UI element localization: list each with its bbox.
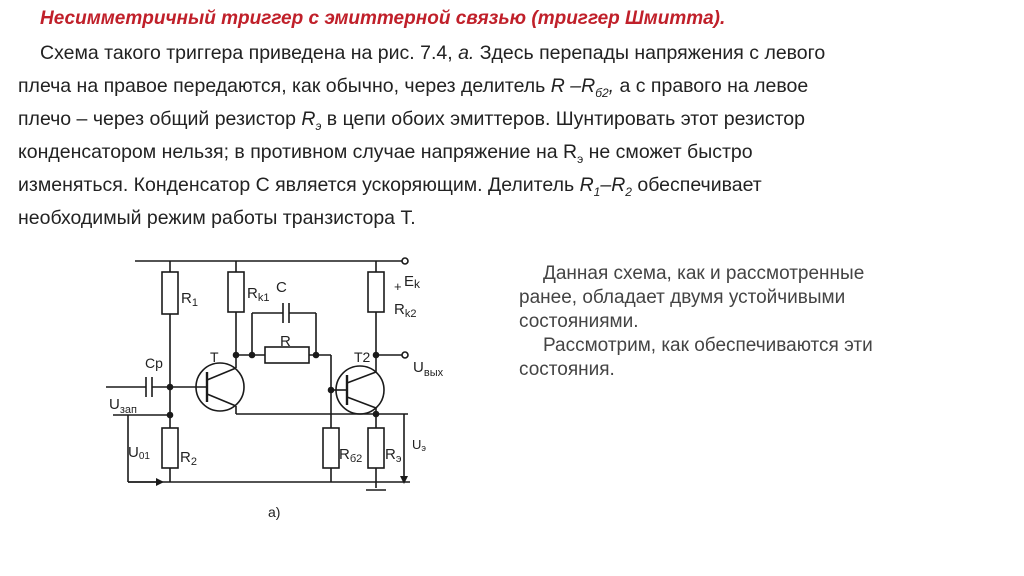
- para-line-3: плечо – через общий резистор Rэ в цепи о…: [18, 108, 805, 133]
- para-line-4: конденсатором нельзя; в противном случае…: [18, 141, 753, 166]
- para-line-2: плеча на правое передаются, как обычно, …: [18, 75, 809, 100]
- resistor-re: [367, 427, 385, 469]
- body-paragraph: Схема такого триггера приведена на рис. …: [18, 37, 1008, 235]
- figure-caption: а): [268, 504, 280, 520]
- label-ue: Uэ: [412, 437, 426, 453]
- resistor-r2: [161, 427, 179, 469]
- svg-text:+: +: [394, 279, 402, 294]
- label-uzap: Uзап: [109, 396, 137, 416]
- side-line-2: ранее, обладает двумя устойчивыми: [519, 287, 846, 308]
- label-uvyx: Uвых: [413, 359, 444, 379]
- resistor-rk2: [367, 271, 385, 313]
- para-line-1: Схема такого триггера приведена на рис. …: [40, 42, 826, 64]
- side-line-4: Рассмотрим, как обеспечиваются эти: [543, 335, 873, 356]
- resistor-r1: [161, 271, 179, 315]
- para-line-5: изменяться. Конденсатор С является ускор…: [18, 174, 762, 199]
- resistor-rb2: [322, 427, 340, 469]
- label-cp: Cp: [145, 355, 163, 371]
- label-r1: R1: [181, 290, 198, 309]
- label-rk1: Rk1: [247, 285, 269, 304]
- label-c: C: [276, 279, 287, 296]
- label-rb2: Rб2: [339, 446, 362, 465]
- side-text: Данная схема, как и рассмотренные ранее,…: [519, 262, 989, 382]
- label-rk2: Rk2: [394, 301, 416, 320]
- resistor-rk1: [227, 271, 245, 313]
- label-t1: T: [210, 349, 219, 365]
- side-line-5: состояния.: [519, 359, 615, 380]
- label-ek: Ek: [404, 273, 421, 291]
- label-re: Rэ: [385, 446, 402, 465]
- label-u01: U01: [128, 444, 150, 462]
- side-line-1: Данная схема, как и рассмотренные: [543, 263, 865, 284]
- label-r: R: [280, 333, 291, 350]
- section-title: Несимметричный триггер с эмиттерной связ…: [40, 8, 726, 29]
- label-t2: T2: [354, 349, 371, 365]
- side-line-3: состояниями.: [519, 311, 639, 332]
- para-line-6: необходимый режим работы транзистора Т.: [18, 207, 416, 229]
- label-r2: R2: [180, 449, 197, 468]
